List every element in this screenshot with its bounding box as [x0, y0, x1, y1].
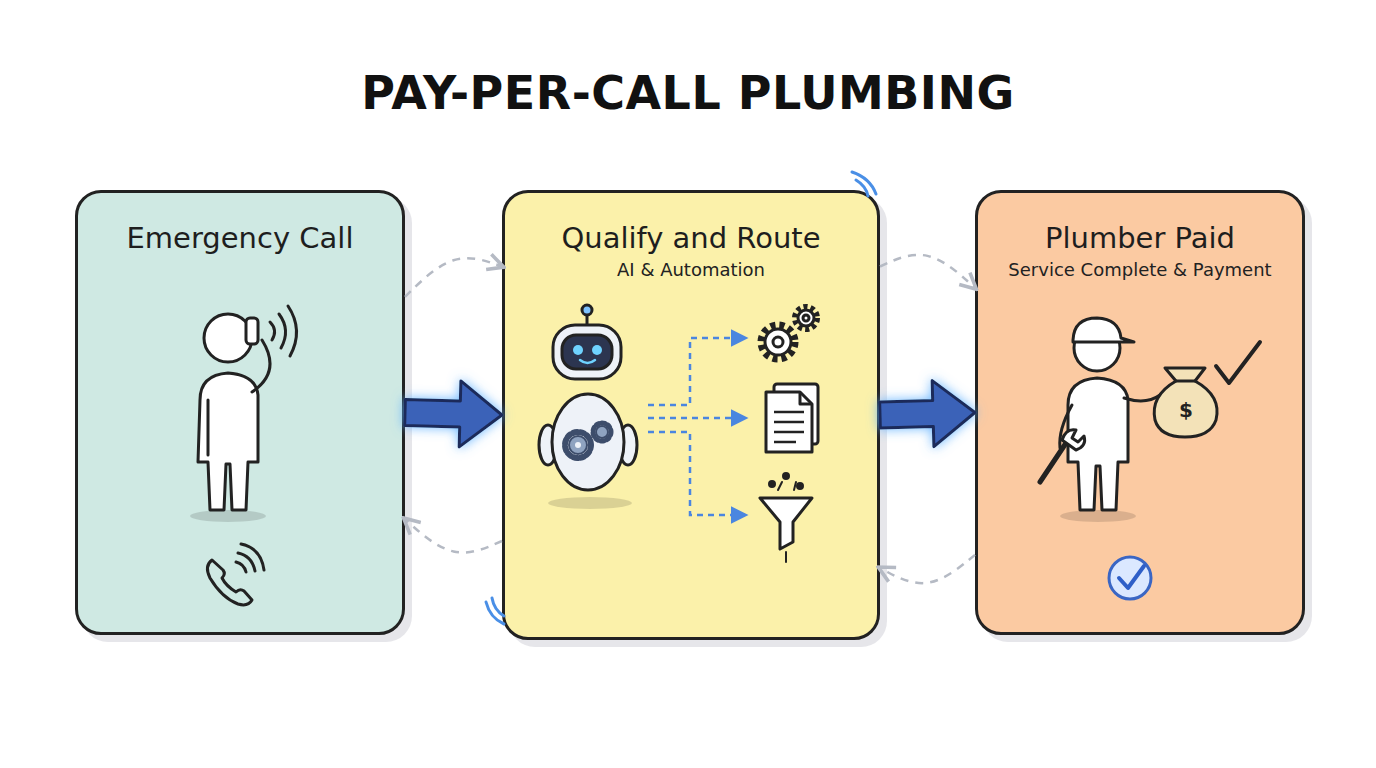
- flow-arrow: [880, 381, 975, 447]
- box-heading: Qualify and Route: [505, 220, 877, 256]
- sparkle-arcs: [486, 172, 876, 624]
- box-heading: Emergency Call: [78, 220, 402, 256]
- caller-figure: [190, 306, 297, 522]
- robot-figure: [539, 305, 637, 509]
- cycle-arrow: [880, 255, 975, 288]
- cycle-arrow: [405, 519, 502, 552]
- cycle-arrow: [880, 555, 975, 583]
- document-icon: [766, 384, 818, 452]
- gear-icon: [761, 307, 817, 359]
- box-subheading: AI & Automation: [505, 258, 877, 282]
- process-box: Plumber PaidService Complete & Payment: [975, 190, 1305, 635]
- diagram-title: PAY-PER-CALL PLUMBING: [0, 66, 1376, 120]
- box-heading: Plumber Paid: [978, 220, 1302, 256]
- process-box: Emergency Call: [75, 190, 405, 635]
- currency-symbol: $: [1179, 398, 1193, 422]
- routing-lines: [648, 338, 745, 515]
- check-marks: [1109, 342, 1260, 599]
- box-subheading: Service Complete & Payment: [978, 258, 1302, 282]
- flow-arrow: [405, 381, 502, 447]
- process-box: Qualify and RouteAI & Automation: [502, 190, 880, 640]
- funnel-icon: [760, 474, 812, 563]
- phone-icon: [207, 544, 264, 605]
- money-bag: [1154, 368, 1217, 437]
- cycle-arrow: [405, 258, 502, 297]
- plumber-figure: [1040, 318, 1160, 522]
